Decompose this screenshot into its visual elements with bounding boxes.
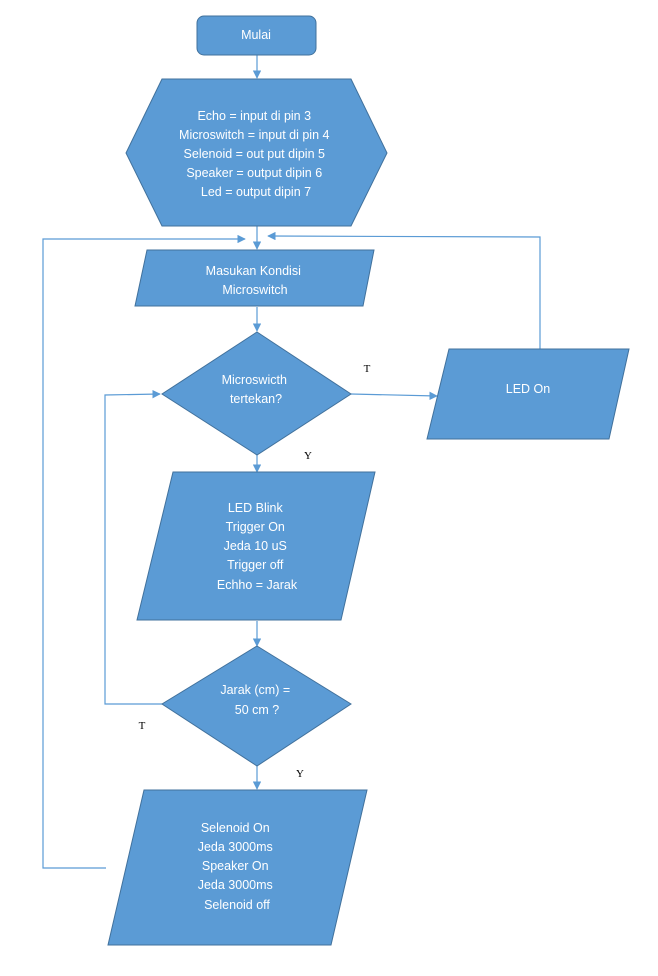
input-microswitch-line: Microswitch (222, 283, 287, 297)
actuate-line: Selenoid off (204, 898, 270, 912)
input-microswitch-text: Masukan Kondisi Microswitch (206, 264, 305, 297)
edge-label-distance-yes: Y (296, 768, 304, 780)
decision-distance-line: Jarak (cm) = (220, 683, 290, 697)
init-line: Selenoid = out put dipin 5 (184, 147, 325, 161)
edge-actuate-loop-back (42, 234, 246, 869)
init-line: Led = output dipin 7 (201, 185, 311, 199)
led-on-io: LED On (426, 348, 630, 440)
edge-label-pressed-no: T (364, 363, 371, 375)
decision-distance: Jarak (cm) = 50 cm ? (161, 645, 352, 767)
decision-pressed-text: Microswicth tertekan? (222, 373, 291, 406)
edge-distance-no-loop (104, 389, 162, 705)
init-line: Speaker = output dipin 6 (186, 166, 322, 180)
init-text: Echo = input di pin 3 Microswitch = inpu… (179, 109, 333, 199)
decision-distance-text: Jarak (cm) = 50 cm ? (220, 683, 293, 717)
decision-pressed-line: Microswicth (222, 373, 287, 387)
actuate-io: Selenoid On Jeda 3000ms Speaker On Jeda … (107, 789, 368, 946)
init-line: Microswitch = input di pin 4 (179, 128, 329, 142)
measure-line: Trigger off (227, 558, 284, 572)
actuate-line: Jeda 3000ms (198, 840, 273, 854)
input-microswitch-line: Masukan Kondisi (206, 264, 301, 278)
led-on-text: LED On (506, 382, 551, 396)
decision-pressed: Microswicth tertekan? (161, 331, 352, 456)
actuate-line: Jeda 3000ms (198, 878, 273, 892)
measure-line: Jeda 10 uS (224, 539, 287, 553)
led-on-line: LED On (506, 382, 551, 396)
edge-decision-to-led-on (350, 391, 438, 401)
start-label: Mulai (241, 28, 271, 42)
actuate-line: Speaker On (202, 859, 269, 873)
start-terminator: Mulai (196, 15, 317, 56)
actuate-line: Selenoid On (201, 821, 270, 835)
decision-distance-line: 50 cm ? (235, 703, 280, 717)
edge-led-on-loop-back (267, 231, 541, 349)
input-microswitch-io: Masukan Kondisi Microswitch (134, 249, 375, 307)
measure-text: LED Blink Trigger On Jeda 10 uS Trigger … (217, 501, 298, 592)
start-label-line: Mulai (241, 28, 271, 42)
measure-line: Echho = Jarak (217, 578, 298, 592)
init-line: Echo = input di pin 3 (197, 109, 311, 123)
edge-label-pressed-yes: Y (304, 450, 312, 462)
measure-line: LED Blink (228, 501, 284, 515)
init-preparation: Echo = input di pin 3 Microswitch = inpu… (125, 78, 388, 227)
decision-pressed-line: tertekan? (230, 392, 282, 406)
measure-line: Trigger On (226, 520, 285, 534)
edge-label-distance-no: T (139, 720, 146, 732)
actuate-text: Selenoid On Jeda 3000ms Speaker On Jeda … (198, 821, 277, 912)
measure-io: LED Blink Trigger On Jeda 10 uS Trigger … (136, 471, 376, 621)
